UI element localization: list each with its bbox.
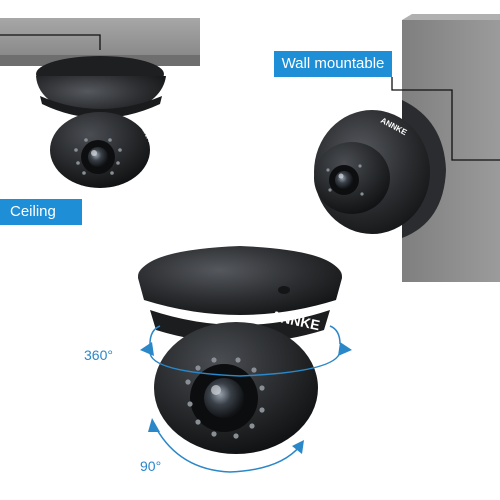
horizontal-angle-label: 360° xyxy=(84,347,113,363)
wall-mountable-label: Wall mountable xyxy=(274,51,392,77)
wall-camera: ANNKE xyxy=(314,100,446,238)
arrowhead-left-icon xyxy=(140,342,154,356)
vertical-rotation-arrow xyxy=(155,427,301,473)
main-camera: ANNKE xyxy=(138,246,342,454)
arrowhead-up-icon xyxy=(148,418,160,432)
horizontal-rotation-arrow xyxy=(149,325,341,377)
arrowhead-right-icon xyxy=(338,342,352,356)
arrowhead-down-icon xyxy=(292,440,304,454)
ir-leds xyxy=(185,357,265,439)
vertical-angle-label: 90° xyxy=(140,458,162,474)
ceiling-label: Ceiling xyxy=(0,199,82,225)
ceiling-camera: ANNKE xyxy=(36,56,166,188)
